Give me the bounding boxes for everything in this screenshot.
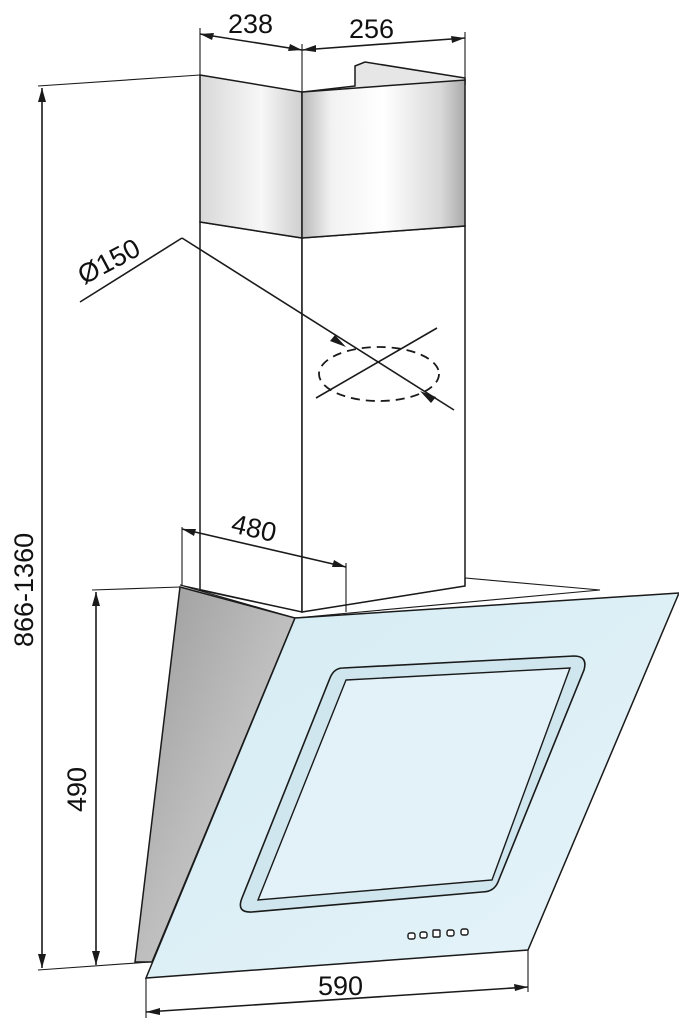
arrowhead: [302, 45, 316, 52]
extension-line: [37, 74, 201, 87]
duct-outlet-ellipse: [318, 346, 440, 402]
dimension-line: [145, 986, 529, 1013]
duct-outlet: [79, 237, 455, 411]
dim-label-256: 256: [349, 14, 394, 44]
chimney-upper: [199, 61, 466, 239]
diameter-leader: [79, 237, 183, 303]
arrowhead: [514, 984, 528, 991]
dimension-490: 490: [62, 586, 181, 965]
dim-label-490: 490: [62, 767, 92, 812]
arrowhead: [38, 88, 46, 102]
arrowhead: [38, 954, 46, 968]
dim-label-590: 590: [318, 971, 363, 1001]
dimension-238: 238: [199, 9, 303, 92]
arrowhead: [451, 36, 465, 43]
dimension-line: [301, 37, 466, 51]
arrowhead: [288, 44, 302, 51]
control-panel: [407, 928, 469, 940]
duct-cross-line-a: [315, 327, 438, 399]
control-button[interactable]: [407, 932, 416, 940]
chimney-upper-side: [199, 74, 303, 239]
chimney-lower-front: [301, 225, 466, 613]
control-button[interactable]: [432, 929, 441, 938]
dim-label-diameter: Ø150: [73, 233, 145, 291]
dimension-total-height: 866-1360: [9, 74, 201, 971]
arrowhead: [200, 33, 214, 40]
chimney-lower: [199, 221, 466, 613]
canopy: [134, 577, 679, 979]
extension-line: [91, 586, 181, 591]
arrowhead-duct-right: [420, 391, 436, 403]
arrowhead: [146, 1008, 160, 1015]
chimney-upper-front: [301, 79, 466, 239]
dim-label-238: 238: [228, 9, 273, 39]
arrowhead: [182, 529, 196, 536]
dim-label-866-1360: 866-1360: [9, 533, 39, 647]
dimension-256: 256: [301, 14, 466, 80]
control-button[interactable]: [419, 931, 428, 939]
extension-line: [37, 961, 151, 971]
dimension-590: 590: [145, 950, 529, 1018]
dimension-line: [181, 528, 347, 568]
arrowhead-duct-left: [330, 335, 346, 347]
dimension-480: 480: [181, 509, 347, 612]
filter-frame-inner: [256, 667, 572, 901]
arrowhead: [332, 560, 346, 567]
dimension-line: [199, 33, 303, 51]
arrowhead: [92, 951, 100, 965]
control-button[interactable]: [446, 929, 455, 937]
duct-cross-line-b: [181, 237, 455, 411]
arrowhead: [92, 592, 100, 606]
control-button[interactable]: [460, 928, 469, 936]
